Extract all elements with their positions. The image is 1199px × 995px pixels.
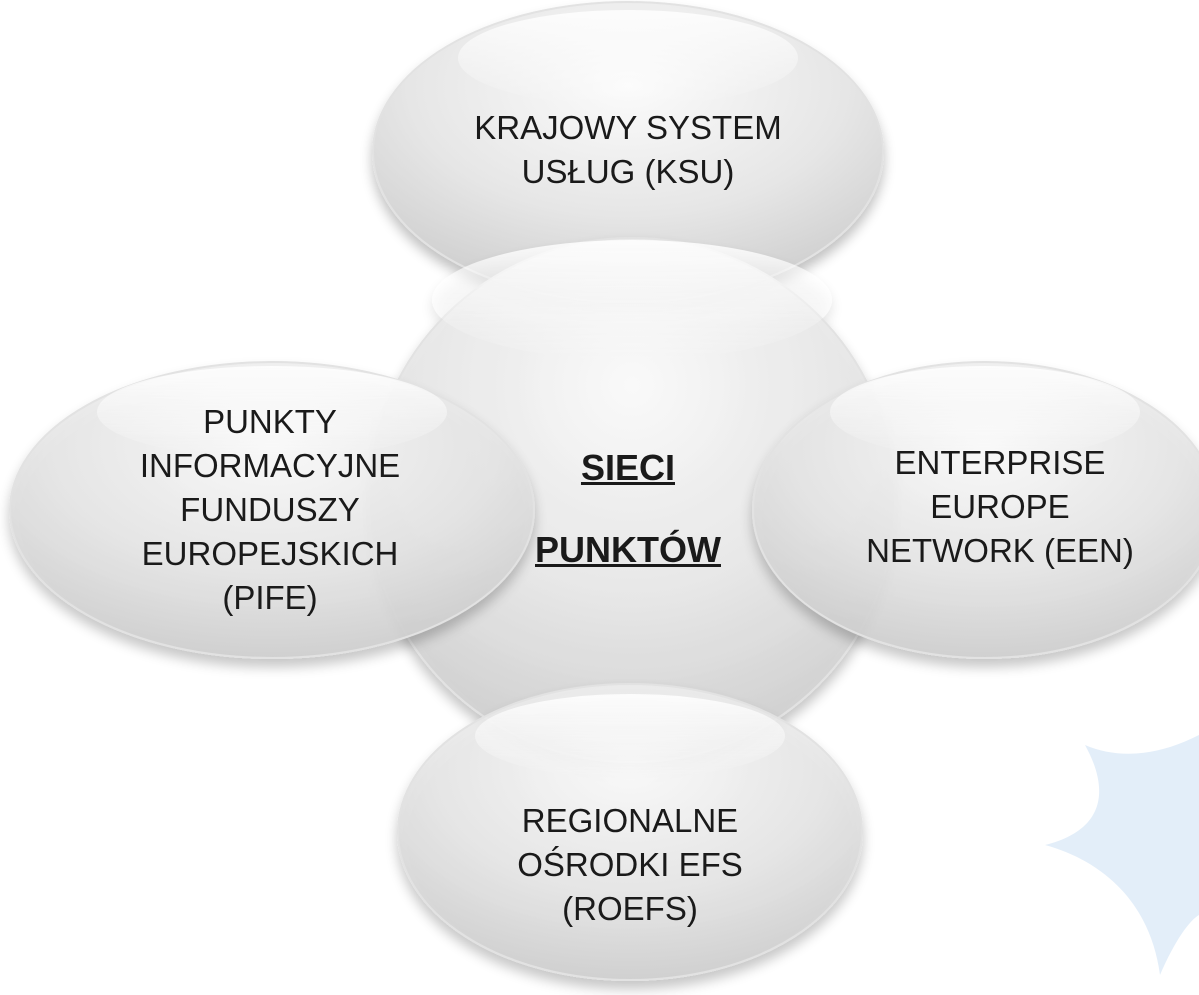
watermark-shape bbox=[1045, 735, 1199, 975]
node-bottom-bubble bbox=[397, 683, 863, 981]
center-label: SIECI PUNKTÓW bbox=[535, 447, 721, 570]
node-top-label: KRAJOWY SYSTEM USŁUG (KSU) bbox=[474, 109, 782, 190]
node-left-label: PUNKTY INFORMACYJNE FUNDUSZY EUROPEJSKIC… bbox=[139, 403, 401, 616]
center-bubble bbox=[368, 237, 896, 763]
node-left-bubble bbox=[9, 361, 535, 659]
node-right-bubble bbox=[752, 361, 1199, 659]
node-bottom-label: REGIONALNE OŚRODKI EFS (ROEFS) bbox=[517, 802, 743, 927]
node-top-bubble bbox=[372, 1, 884, 303]
node-right-label: ENTERPRISE EUROPE NETWORK (EEN) bbox=[866, 444, 1134, 569]
